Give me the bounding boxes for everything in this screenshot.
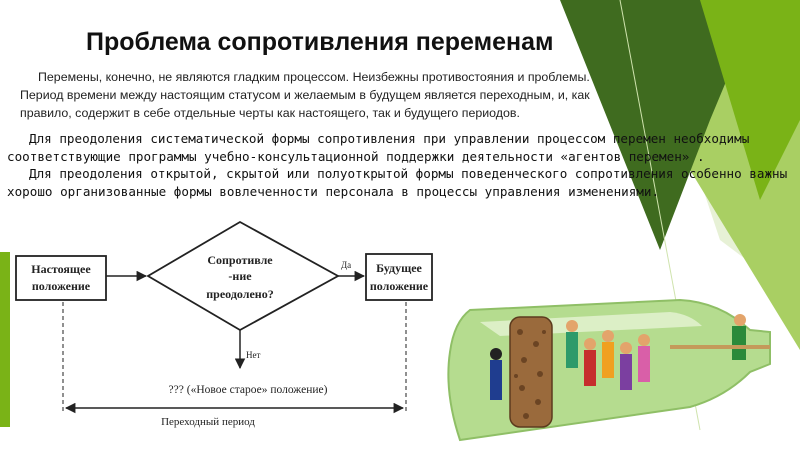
intro-line-2: Период времени между настоящим статусом … <box>20 88 590 102</box>
current-state-label-1: Настоящее <box>31 262 91 276</box>
intro-line-1: Перемены, конечно, не являются гладким п… <box>38 70 590 84</box>
left-accent-bar <box>0 252 10 427</box>
decision-label-1: Сопротивле <box>207 253 273 267</box>
slide-title: Проблема сопротивления переменам <box>86 28 554 56</box>
cork-texture <box>514 329 546 419</box>
intro-line-3: правило, содержит в себе отдельные черты… <box>20 106 520 120</box>
intro-text: Перемены, конечно, не являются гладким п… <box>20 68 720 122</box>
bottle-illustration <box>447 298 771 442</box>
outcome-label: ??? («Новое старое» положение) <box>169 384 328 396</box>
current-state-box <box>15 255 107 301</box>
cork <box>509 316 553 428</box>
paragraph-involvement: Для преодоления открытой, скрытой или по… <box>7 166 788 199</box>
people-group <box>490 314 746 400</box>
no-label: Нет <box>246 350 260 360</box>
deco-dark-shape <box>560 0 760 250</box>
decision-label-2: -ние <box>228 269 252 283</box>
future-state-box <box>365 253 433 301</box>
future-state-label-1: Будущее <box>376 261 422 275</box>
flowchart: Настоящее положение Сопротивле -ние прео… <box>15 220 433 428</box>
yes-label: Да <box>341 260 351 270</box>
body-text: Для преодоления систематической формы со… <box>7 130 797 200</box>
future-state-label-2: положение <box>370 279 429 293</box>
paragraph-agents: Для преодоления систематической формы со… <box>7 131 750 164</box>
current-state-label-2: положение <box>32 279 91 293</box>
decision-label-3: преодолено? <box>206 287 273 301</box>
period-label: Переходный период <box>161 416 255 428</box>
deco-mid-shape <box>700 0 800 200</box>
